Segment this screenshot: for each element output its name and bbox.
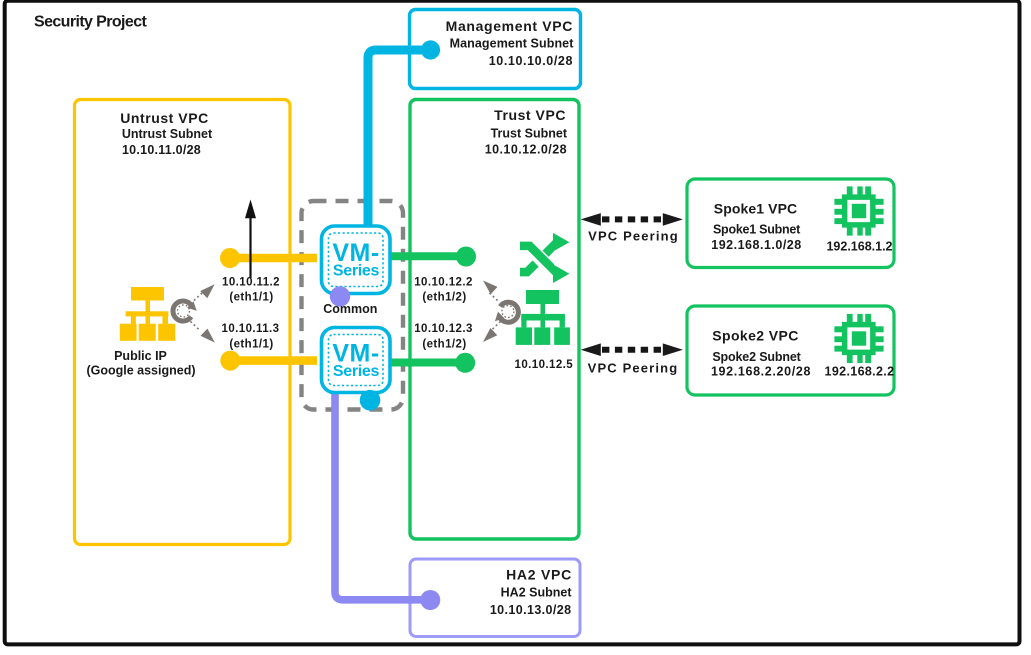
svg-text:VM-: VM- xyxy=(332,340,379,368)
svg-text:10.10.10.0/28: 10.10.10.0/28 xyxy=(489,54,573,68)
svg-text:Series: Series xyxy=(333,263,380,280)
svg-text:10.10.11.0/28: 10.10.11.0/28 xyxy=(122,143,201,157)
svg-text:VPC Peering: VPC Peering xyxy=(588,361,679,376)
svg-text:10.10.13.0/28: 10.10.13.0/28 xyxy=(490,603,572,617)
svg-text:10.10.12.2: 10.10.12.2 xyxy=(414,277,473,289)
svg-text:192.168.1.0/28: 192.168.1.0/28 xyxy=(711,238,801,252)
svg-text:Spoke1 Subnet: Spoke1 Subnet xyxy=(713,223,801,237)
svg-text:10.10.12.0/28: 10.10.12.0/28 xyxy=(485,143,567,157)
svg-text:Untrust VPC: Untrust VPC xyxy=(120,110,209,126)
svg-text:(eth1/2): (eth1/2) xyxy=(422,339,466,351)
svg-text:(Google assigned): (Google assigned) xyxy=(86,364,195,378)
svg-text:HA2 VPC: HA2 VPC xyxy=(506,566,572,582)
svg-text:VPC Peering: VPC Peering xyxy=(588,228,679,243)
svg-text:192.168.1.2: 192.168.1.2 xyxy=(826,239,892,253)
svg-text:(eth1/1): (eth1/1) xyxy=(229,291,273,303)
svg-text:192.168.2.2: 192.168.2.2 xyxy=(825,365,895,379)
svg-text:10.10.11.2: 10.10.11.2 xyxy=(222,277,280,289)
svg-text:Series: Series xyxy=(333,363,380,380)
svg-text:Public IP: Public IP xyxy=(114,349,167,363)
svg-text:Trust VPC: Trust VPC xyxy=(494,107,566,123)
svg-text:(eth1/2): (eth1/2) xyxy=(422,291,466,303)
svg-text:Common: Common xyxy=(323,302,377,316)
svg-text:Spoke1 VPC: Spoke1 VPC xyxy=(714,201,797,217)
svg-text:VM-: VM- xyxy=(332,239,379,267)
svg-text:10.10.12.3: 10.10.12.3 xyxy=(414,323,473,335)
svg-text:(eth1/1): (eth1/1) xyxy=(229,339,273,351)
svg-text:Management Subnet: Management Subnet xyxy=(450,37,575,51)
svg-text:Security Project: Security Project xyxy=(34,14,148,31)
svg-text:10.10.12.5: 10.10.12.5 xyxy=(515,359,574,371)
svg-text:Spoke2 Subnet: Spoke2 Subnet xyxy=(712,350,801,364)
svg-text:Spoke2 VPC: Spoke2 VPC xyxy=(712,328,798,344)
svg-text:192.168.2.20/28: 192.168.2.20/28 xyxy=(711,365,811,379)
svg-text:Untrust Subnet: Untrust Subnet xyxy=(122,127,213,141)
svg-text:Trust Subnet: Trust Subnet xyxy=(491,127,568,141)
svg-text:Management VPC: Management VPC xyxy=(446,18,573,34)
svg-text:HA2 Subnet: HA2 Subnet xyxy=(501,586,573,600)
svg-text:10.10.11.3: 10.10.11.3 xyxy=(222,323,280,335)
